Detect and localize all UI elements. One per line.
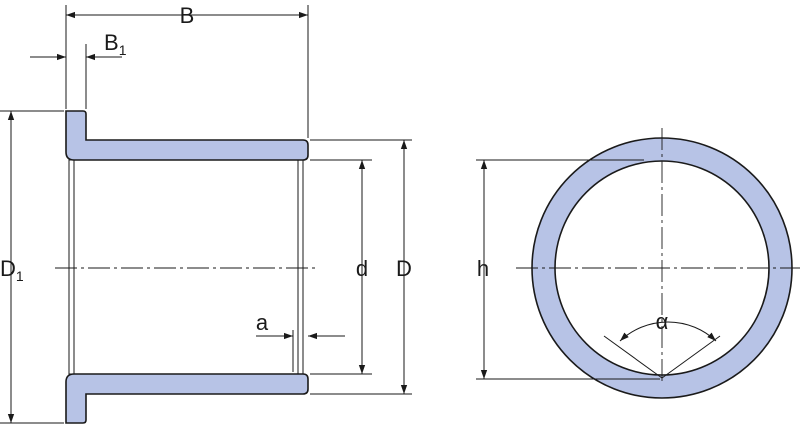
dimension-D1: D1: [0, 110, 64, 424]
lower-section: [65, 373, 309, 424]
dimension-alpha: α: [619, 309, 717, 342]
dimension-a: a: [256, 310, 345, 372]
label-alpha: α: [656, 309, 669, 334]
dimension-d: d: [310, 159, 372, 375]
label-D: D: [396, 256, 412, 281]
label-d: d: [356, 256, 368, 281]
angle-line-right: [661, 335, 721, 379]
dimension-D: D: [310, 139, 412, 395]
label-D1: D1: [0, 256, 24, 284]
angle-line-left: [603, 335, 663, 379]
label-h: h: [477, 256, 489, 281]
dimension-B: B: [65, 3, 309, 138]
label-a: a: [256, 310, 269, 335]
label-B1: B1: [104, 30, 127, 58]
section-view: [55, 110, 318, 424]
end-view: [516, 128, 800, 399]
label-B: B: [180, 3, 195, 28]
bore-outline: [68, 159, 304, 375]
upper-section: [65, 110, 309, 161]
dimension-B1: B1: [30, 30, 127, 109]
dimension-h: h: [476, 159, 660, 380]
